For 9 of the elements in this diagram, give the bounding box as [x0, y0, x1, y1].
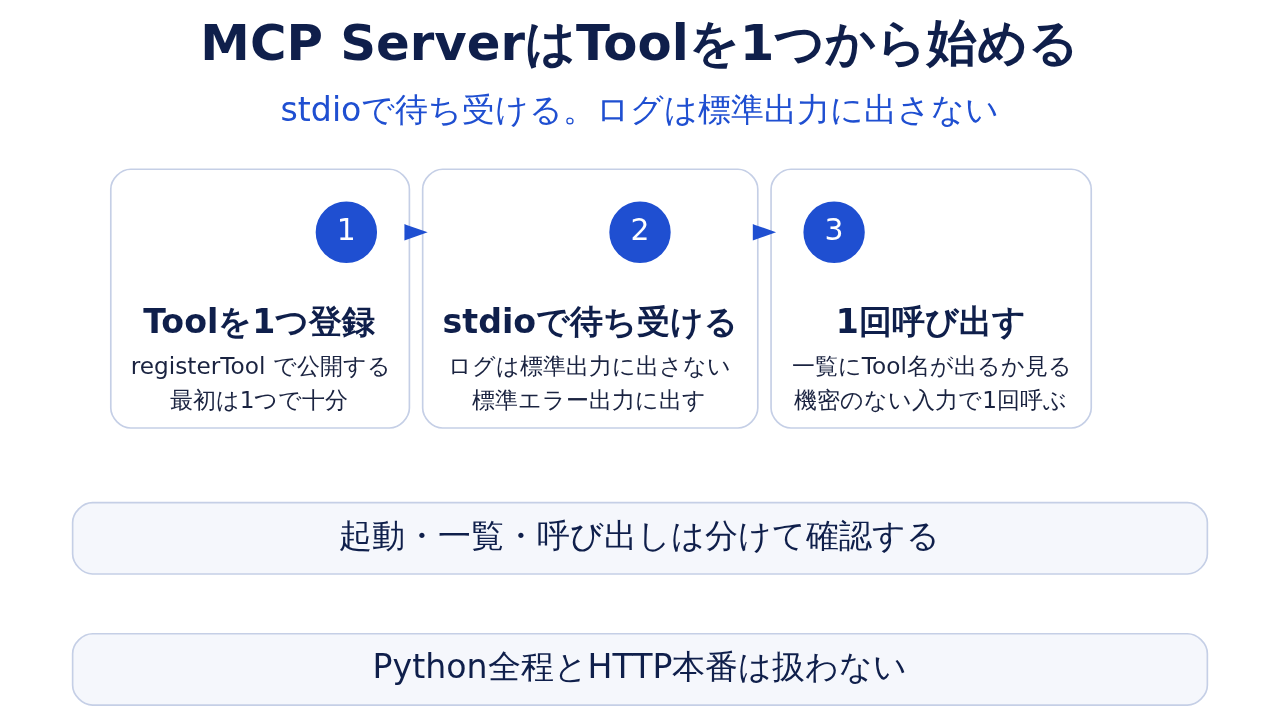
diagram-title: MCP ServerはToolを1つから始める [200, 13, 1080, 72]
node-box: 起動・一覧・呼び出しは分けて確認する [71, 501, 1209, 575]
node-box: Python全程とHTTP本番は扱わない [71, 632, 1209, 706]
label: stdioで待ち受ける。ログは標準出力に出さない [280, 90, 1000, 130]
arrow [752, 224, 777, 241]
node-circle: 1 [315, 201, 378, 263]
arrow [404, 224, 428, 241]
node-circle: 3 [803, 201, 865, 263]
node-circle: 2 [609, 201, 671, 263]
